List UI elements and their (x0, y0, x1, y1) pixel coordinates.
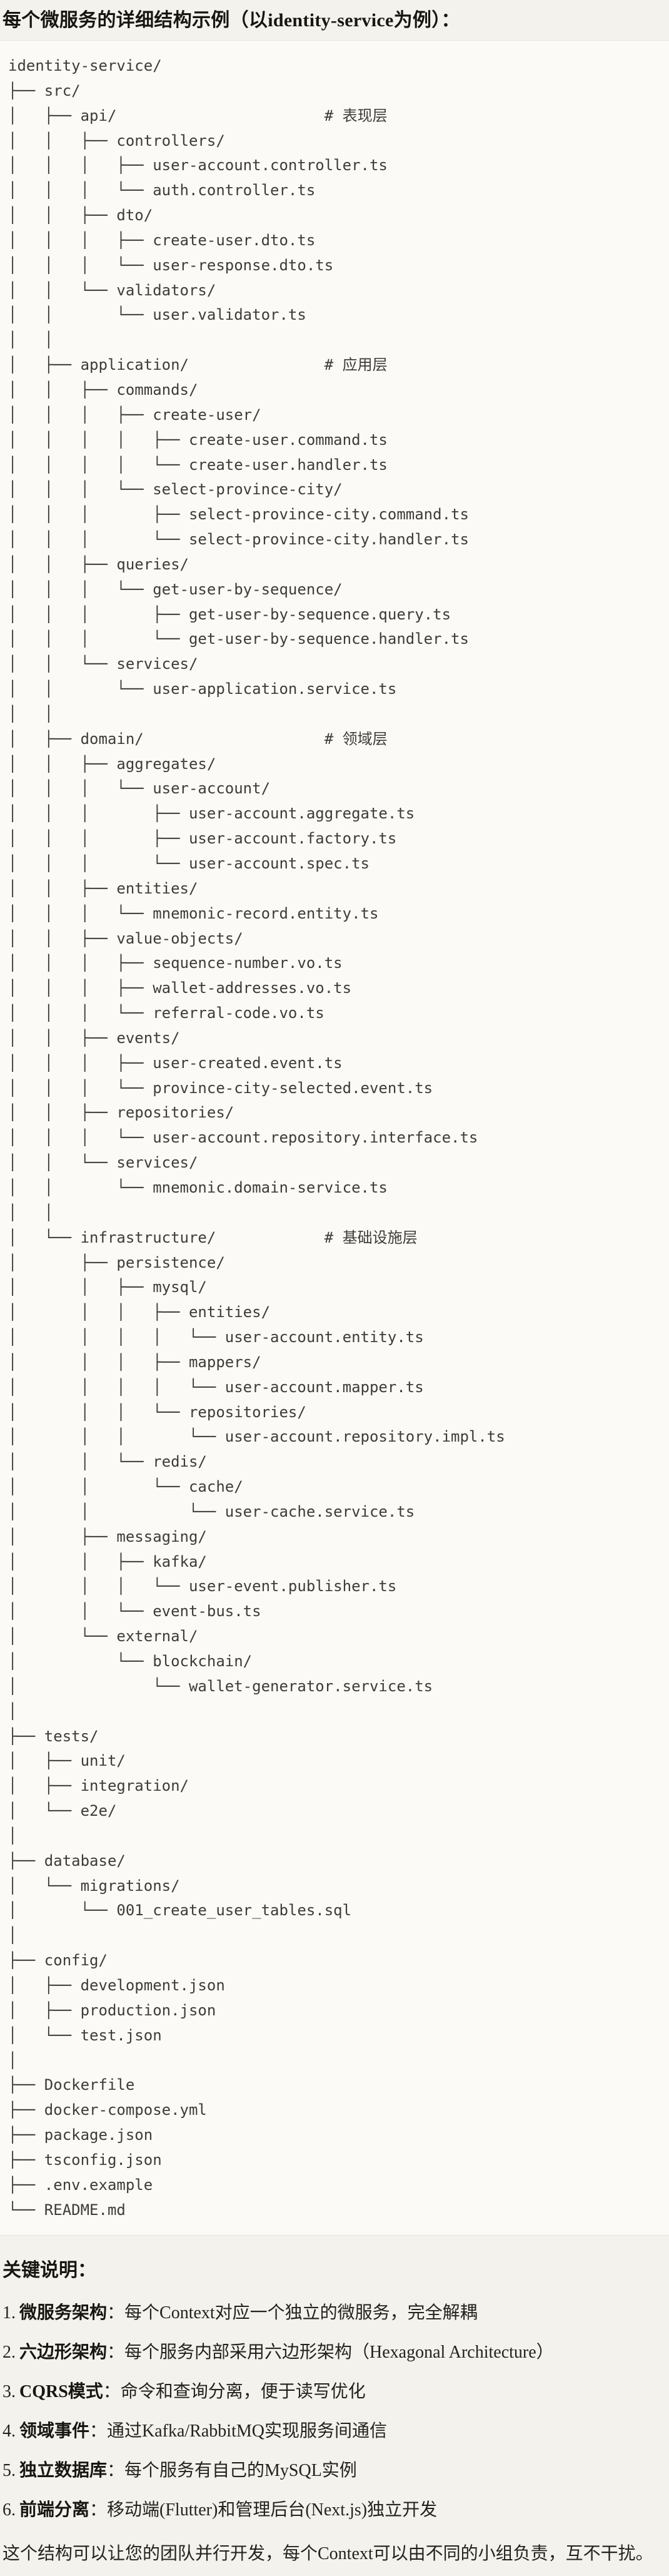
note-number: 2. (3, 2343, 16, 2363)
page-title: 每个微服务的详细结构示例（以identity-service为例）： (3, 10, 460, 31)
notes-section: 关键说明： 1.微服务架构：每个Context对应一个独立的微服务，完全解耦 2… (0, 2236, 669, 2565)
note-item: 3.CQRS模式：命令和查询分离，便于读写优化 (3, 2381, 659, 2403)
note-text: ：每个服务内部采用六边形架构（Hexagonal Architecture） (107, 2343, 554, 2363)
note-label: 前端分离 (19, 2500, 90, 2520)
note-item: 5.独立数据库：每个服务有自己的MySQL实例 (3, 2460, 659, 2482)
note-label: 微服务架构 (19, 2303, 108, 2323)
note-number: 4. (3, 2421, 16, 2441)
note-item: 2.六边形架构：每个服务内部采用六边形架构（Hexagonal Architec… (3, 2342, 659, 2363)
note-label: CQRS模式 (19, 2382, 103, 2402)
note-item: 1.微服务架构：每个Context对应一个独立的微服务，完全解耦 (3, 2303, 659, 2324)
note-number: 1. (3, 2303, 16, 2323)
note-item: 6.前端分离：移动端(Flutter)和管理后台(Next.js)独立开发 (3, 2500, 659, 2521)
notes-heading: 关键说明： (3, 2260, 96, 2281)
file-tree: identity-service/ ├── src/ │ ├── api/ # … (8, 57, 505, 2219)
note-item: 4.领域事件：通过Kafka/RabbitMQ实现服务间通信 (3, 2421, 659, 2442)
note-text: ：每个Context对应一个独立的微服务，完全解耦 (107, 2303, 478, 2323)
note-text: ：每个服务有自己的MySQL实例 (107, 2461, 357, 2481)
code-block: identity-service/ ├── src/ │ ├── api/ # … (0, 40, 669, 2236)
note-label: 领域事件 (19, 2421, 90, 2441)
note-number: 5. (3, 2461, 16, 2481)
note-number: 3. (3, 2382, 16, 2402)
note-number: 6. (3, 2500, 16, 2520)
closing-paragraph: 这个结构可以让您的团队并行开发，每个Context可以由不同的小组负责，互不干扰… (3, 2544, 653, 2564)
note-label: 独立数据库 (19, 2461, 108, 2481)
note-text: ：移动端(Flutter)和管理后台(Next.js)独立开发 (89, 2500, 438, 2520)
document-header: 每个微服务的详细结构示例（以identity-service为例）： (0, 0, 669, 40)
note-text: ：命令和查询分离，便于读写优化 (103, 2382, 366, 2402)
note-text: ：通过Kafka/RabbitMQ实现服务间通信 (89, 2421, 387, 2441)
note-label: 六边形架构 (19, 2343, 108, 2363)
